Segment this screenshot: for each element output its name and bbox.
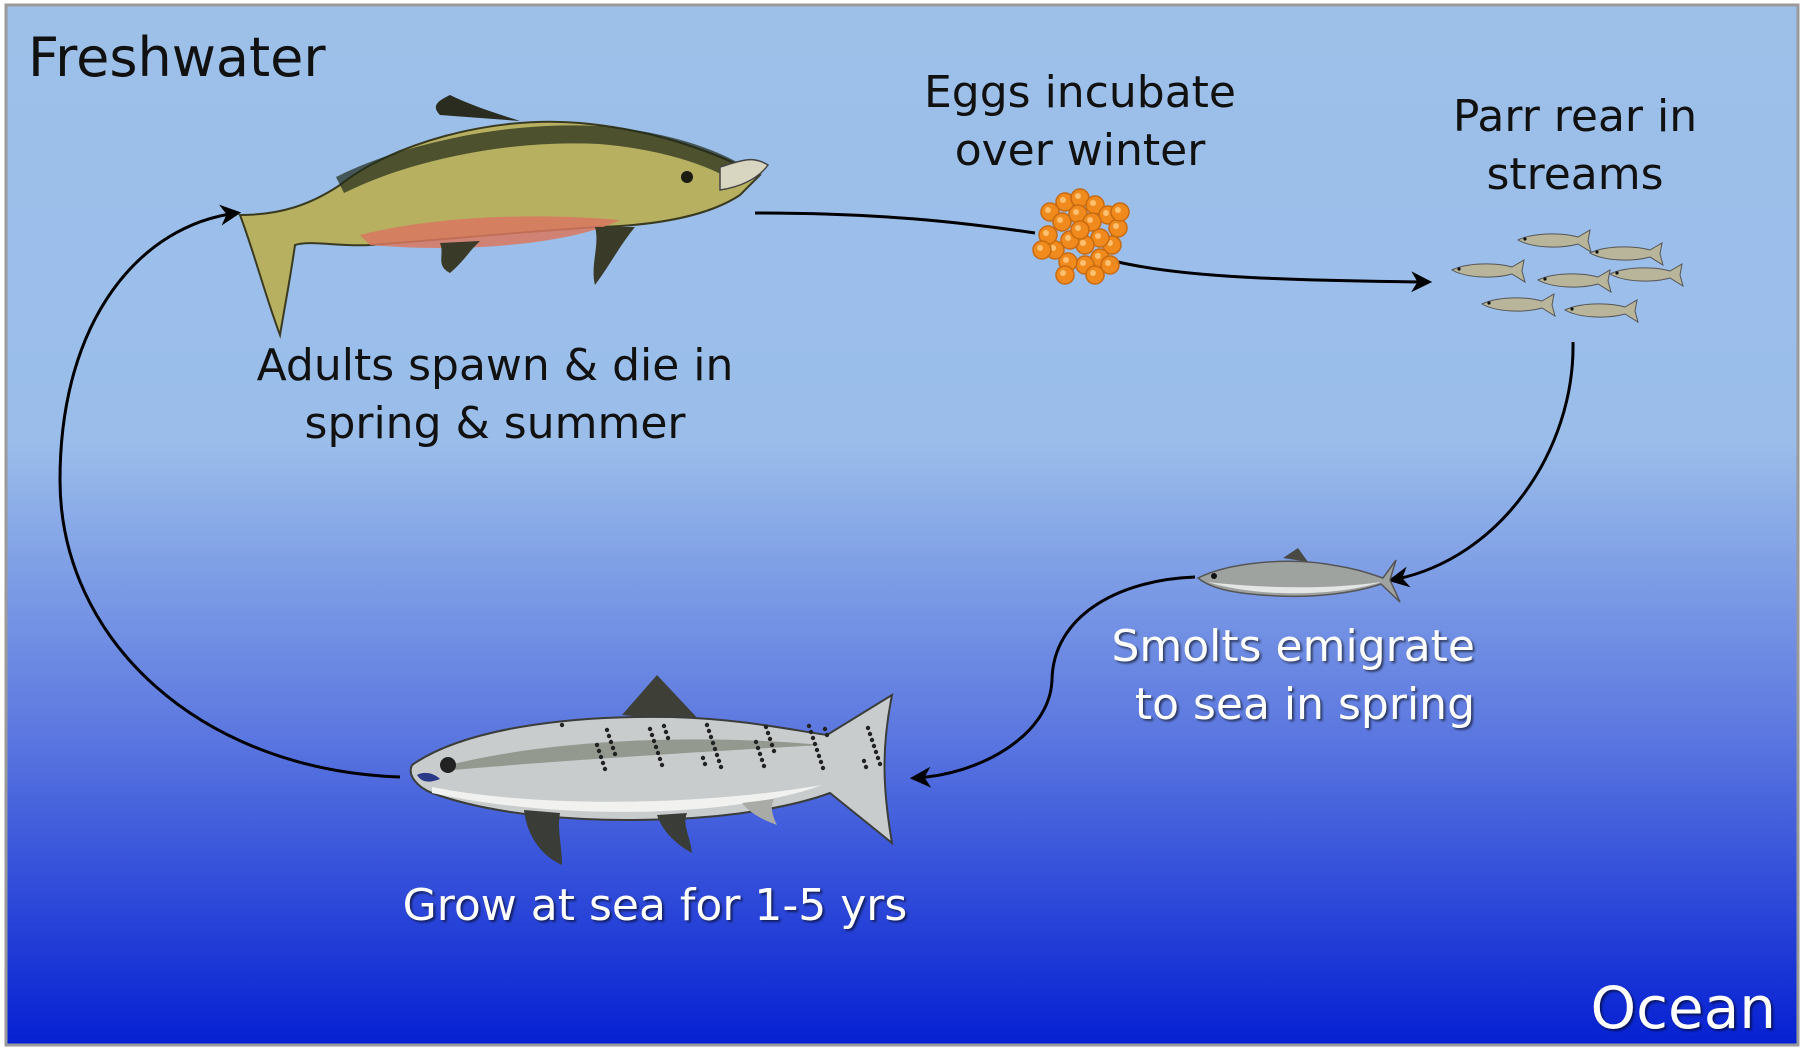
fish-spot: [811, 736, 815, 740]
fish-spot: [597, 749, 601, 753]
fish-spot: [603, 767, 607, 771]
fish-spot: [715, 753, 719, 757]
fish-spot: [601, 761, 605, 765]
fish-spot: [807, 724, 811, 728]
fish-spot: [756, 746, 760, 750]
fish-spot: [878, 762, 882, 766]
egg-highlight: [1087, 217, 1093, 223]
fish-spot: [666, 736, 670, 740]
egg-highlight: [1060, 197, 1066, 203]
fish-spot: [652, 739, 656, 743]
fish-spot: [772, 749, 776, 753]
fish-spot: [658, 757, 662, 761]
eggs-stage-line2: over winter: [900, 122, 1260, 180]
smolts-stage-line1: Smolts emigrate: [1080, 618, 1475, 676]
fish-spot: [766, 731, 770, 735]
egg-highlight: [1045, 207, 1051, 213]
fish-spot: [595, 743, 599, 747]
fish-spot: [599, 755, 603, 759]
fish-spot: [874, 750, 878, 754]
egg-highlight: [1060, 270, 1066, 276]
egg-highlight: [1103, 210, 1109, 216]
fish-spot: [709, 735, 713, 739]
adults-stage-line2: spring & summer: [255, 395, 735, 453]
fish-spot: [719, 765, 723, 769]
egg-highlight: [1080, 240, 1086, 246]
fish-spot: [758, 752, 762, 756]
egg-highlight: [1113, 223, 1119, 229]
egg-highlight: [1090, 200, 1096, 206]
freshwater-zone-label: Freshwater: [28, 22, 326, 93]
fish-spot: [815, 748, 819, 752]
fish-spot: [823, 727, 827, 731]
fish-spot: [713, 747, 717, 751]
parr-stage-label: Parr rear in streams: [1410, 88, 1740, 204]
egg-highlight: [1065, 235, 1071, 241]
adults-stage-line1: Adults spawn & die in: [255, 337, 735, 395]
fish-spot: [825, 733, 829, 737]
fish-spot: [872, 744, 876, 748]
fish-spot: [607, 734, 611, 738]
fish-spot: [656, 751, 660, 755]
fish-spot: [817, 754, 821, 758]
fish-spot: [813, 742, 817, 746]
fish-spot: [613, 752, 617, 756]
fish-spot: [809, 730, 813, 734]
ocean-stage-label: Grow at sea for 1-5 yrs: [385, 877, 925, 935]
fish-spot: [819, 760, 823, 764]
fish-spot: [648, 727, 652, 731]
fish-spot: [650, 733, 654, 737]
fish-spot: [707, 729, 711, 733]
fish-spot: [770, 743, 774, 747]
fish-spot: [864, 765, 868, 769]
fish-spot: [760, 758, 764, 762]
parr-stage-line1: Parr rear in: [1410, 88, 1740, 146]
fish-spot: [866, 726, 870, 730]
fish-spot: [660, 763, 664, 767]
fish-spot: [754, 740, 758, 744]
fish-spot: [705, 723, 709, 727]
eggs-stage-line1: Eggs incubate: [900, 64, 1260, 122]
fish-spot: [703, 762, 707, 766]
fish-spot: [654, 745, 658, 749]
fish-spot: [868, 732, 872, 736]
parr-stage-line2: streams: [1410, 146, 1740, 204]
fish-spot: [662, 724, 666, 728]
fish-spot: [821, 766, 825, 770]
egg-highlight: [1095, 233, 1101, 239]
egg-highlight: [1057, 217, 1063, 223]
egg-highlight: [1115, 207, 1121, 213]
egg-highlight: [1075, 225, 1081, 231]
fish-spot: [664, 730, 668, 734]
egg-highlight: [1075, 193, 1081, 199]
fish-spot: [717, 759, 721, 763]
egg-highlight: [1105, 260, 1111, 266]
egg-highlight: [1063, 257, 1069, 263]
fish-spot: [870, 738, 874, 742]
fish-spot: [768, 737, 772, 741]
smolts-stage-line2: to sea in spring: [1080, 676, 1475, 734]
egg-highlight: [1073, 209, 1079, 215]
fish-spot: [862, 759, 866, 763]
fish-spot: [611, 746, 615, 750]
fish-spot: [560, 723, 564, 727]
egg-highlight: [1095, 253, 1101, 259]
eggs-stage-label: Eggs incubate over winter: [900, 64, 1260, 180]
fish-spot: [762, 764, 766, 768]
fish-spot: [605, 728, 609, 732]
fish-spot: [701, 756, 705, 760]
egg-highlight: [1080, 260, 1086, 266]
adults-stage-label: Adults spawn & die in spring & summer: [255, 337, 735, 453]
egg-highlight: [1037, 245, 1043, 251]
ocean-zone-label: Ocean: [1590, 970, 1776, 1047]
fish-spot: [764, 725, 768, 729]
fish-spot: [876, 756, 880, 760]
egg-highlight: [1090, 270, 1096, 276]
smolts-stage-label: Smolts emigrate to sea in spring: [1080, 618, 1475, 734]
egg-highlight: [1043, 230, 1049, 236]
fish-spot: [711, 741, 715, 745]
fish-spot: [609, 740, 613, 744]
